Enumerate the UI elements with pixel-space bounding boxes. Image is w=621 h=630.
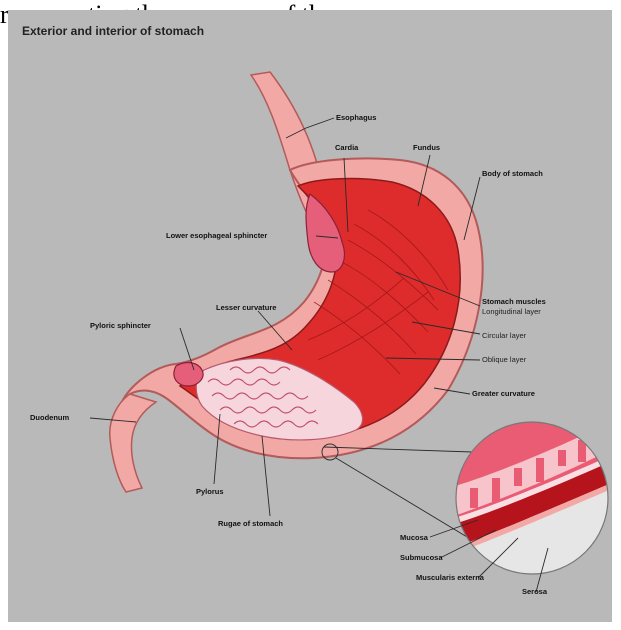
- label-muscularis-externa: Muscularis externa: [416, 573, 485, 582]
- label-pyloric-sphincter: Pyloric sphincter: [90, 321, 151, 330]
- diagram-panel: Exterior and interior of stomach: [8, 10, 612, 622]
- label-cardia: Cardia: [335, 143, 359, 152]
- label-circular-layer: Circular layer: [482, 331, 527, 340]
- label-body: Body of stomach: [482, 169, 543, 178]
- label-submucosa: Submucosa: [400, 553, 443, 562]
- label-esophagus: Esophagus: [336, 113, 376, 122]
- tissue-layer-inset: [448, 410, 612, 574]
- label-serosa: Serosa: [522, 587, 548, 596]
- duodenum-shape: [110, 394, 156, 492]
- label-mucosa: Mucosa: [400, 533, 429, 542]
- label-lower-esophageal-sphincter: Lower esophageal sphincter: [166, 231, 267, 240]
- label-greater-curvature: Greater curvature: [472, 389, 535, 398]
- label-duodenum: Duodenum: [30, 413, 69, 422]
- label-lesser-curvature: Lesser curvature: [216, 303, 276, 312]
- label-stomach-muscles: Stomach muscles: [482, 297, 546, 306]
- label-longitudinal-layer: Longitudinal layer: [482, 307, 541, 316]
- label-rugae: Rugae of stomach: [218, 519, 283, 528]
- pyloric-sphincter-shape: [174, 363, 203, 386]
- stomach-diagram: Esophagus Cardia Fundus Body of stomach …: [8, 10, 612, 622]
- label-oblique-layer: Oblique layer: [482, 355, 527, 364]
- label-fundus: Fundus: [413, 143, 440, 152]
- label-pylorus: Pylorus: [196, 487, 224, 496]
